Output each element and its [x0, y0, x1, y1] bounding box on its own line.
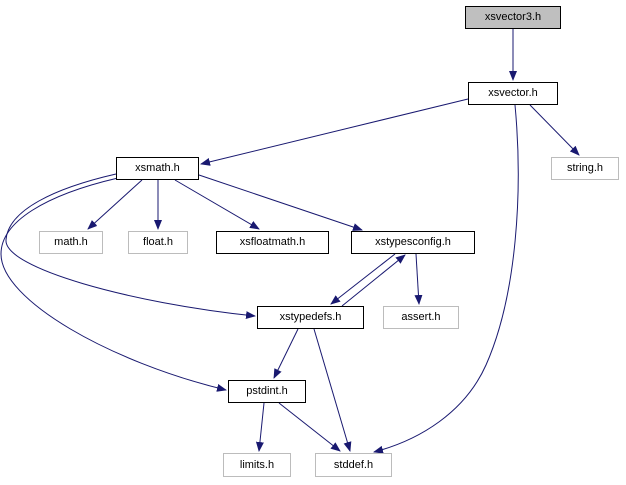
node-string_h: string.h [551, 157, 619, 180]
edge-xsmath_h-to-pstdint_h [0, 177, 227, 392]
node-xsvector_h[interactable]: xsvector.h [468, 82, 558, 105]
edge-xsmath_h-to-xstypedefs_h [5, 173, 256, 320]
edge-xsvector_h-to-stddef_h [373, 104, 519, 454]
edge-xsvector_h-to-string_h [529, 104, 580, 156]
node-xsfloatmath_h[interactable]: xsfloatmath.h [216, 231, 329, 254]
edge-xstypesconfig_h-to-xstypedefs_h [330, 253, 396, 305]
edge-xstypedefs_h-to-pstdint_h [273, 328, 299, 379]
edge-pstdint_h-to-limits_h [255, 402, 265, 452]
node-stddef_h: stddef.h [315, 453, 392, 477]
node-math_h: math.h [39, 231, 103, 254]
edge-xstypesconfig_h-to-assert_h [414, 253, 423, 305]
node-pstdint_h[interactable]: pstdint.h [228, 380, 306, 403]
edge-xsmath_h-to-xstypesconfig_h [198, 174, 363, 231]
node-xsvector3_h: xsvector3.h [465, 6, 561, 29]
node-limits_h: limits.h [223, 453, 291, 477]
node-xsmath_h[interactable]: xsmath.h [116, 157, 199, 180]
edge-pstdint_h-to-stddef_h [278, 402, 341, 452]
edge-xsmath_h-to-math_h [87, 179, 143, 230]
edge-xsvector_h-to-xsmath_h [200, 98, 469, 166]
node-xstypedefs_h[interactable]: xstypedefs.h [257, 306, 364, 329]
edge-xstypedefs_h-to-stddef_h [313, 328, 352, 452]
node-float_h: float.h [128, 231, 188, 254]
edge-xstypedefs_h-to-xstypesconfig_h [341, 254, 406, 307]
node-xstypesconfig_h[interactable]: xstypesconfig.h [351, 231, 475, 254]
node-assert_h: assert.h [383, 306, 459, 329]
edge-xsmath_h-to-xsfloatmath_h [174, 179, 260, 230]
